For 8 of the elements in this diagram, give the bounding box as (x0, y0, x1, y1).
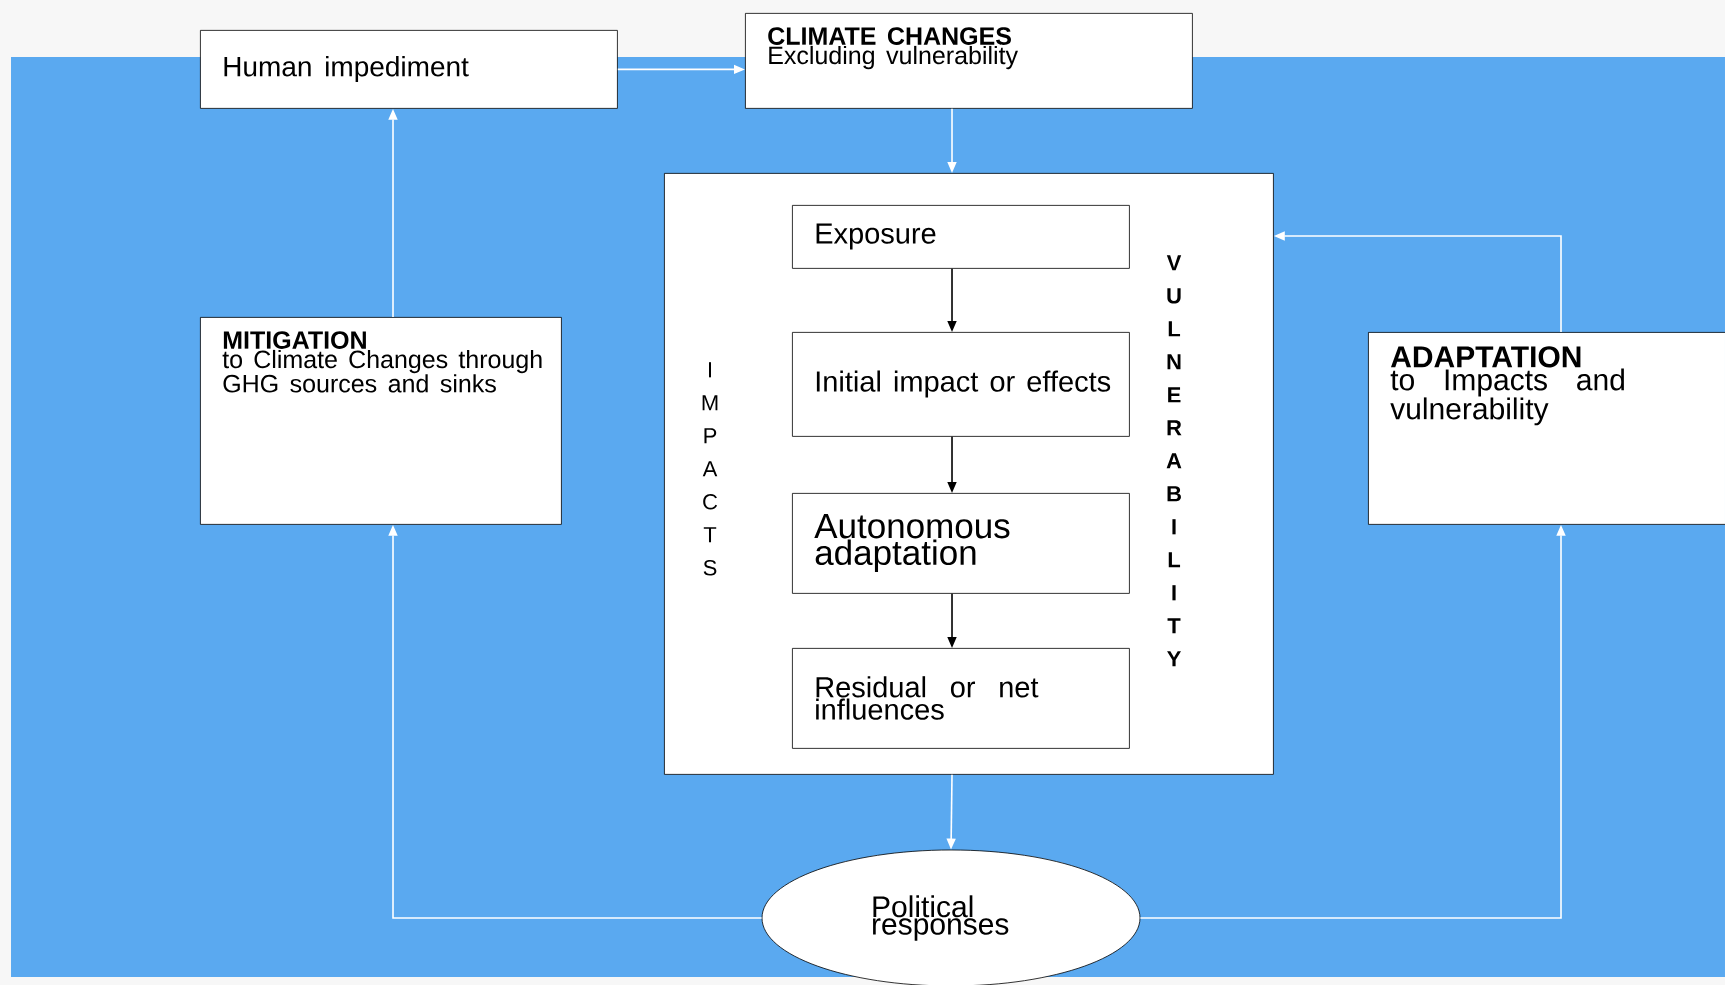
process-box: Residual or net influences (792, 648, 1130, 749)
process-box: Human impediment (200, 30, 618, 109)
text-box: ADAPTATION to Impacts and vulnerability (1368, 332, 1725, 525)
text-box: CLIMATE CHANGES Excluding vulnerability (745, 13, 1193, 109)
process-box: Initial impact or effects (792, 332, 1130, 437)
text-box: MITIGATION to Climate Changes through GHG sources and sinks (200, 317, 562, 525)
process-box: Autonomous adaptation (792, 493, 1130, 594)
process-box: Exposure (792, 205, 1130, 269)
